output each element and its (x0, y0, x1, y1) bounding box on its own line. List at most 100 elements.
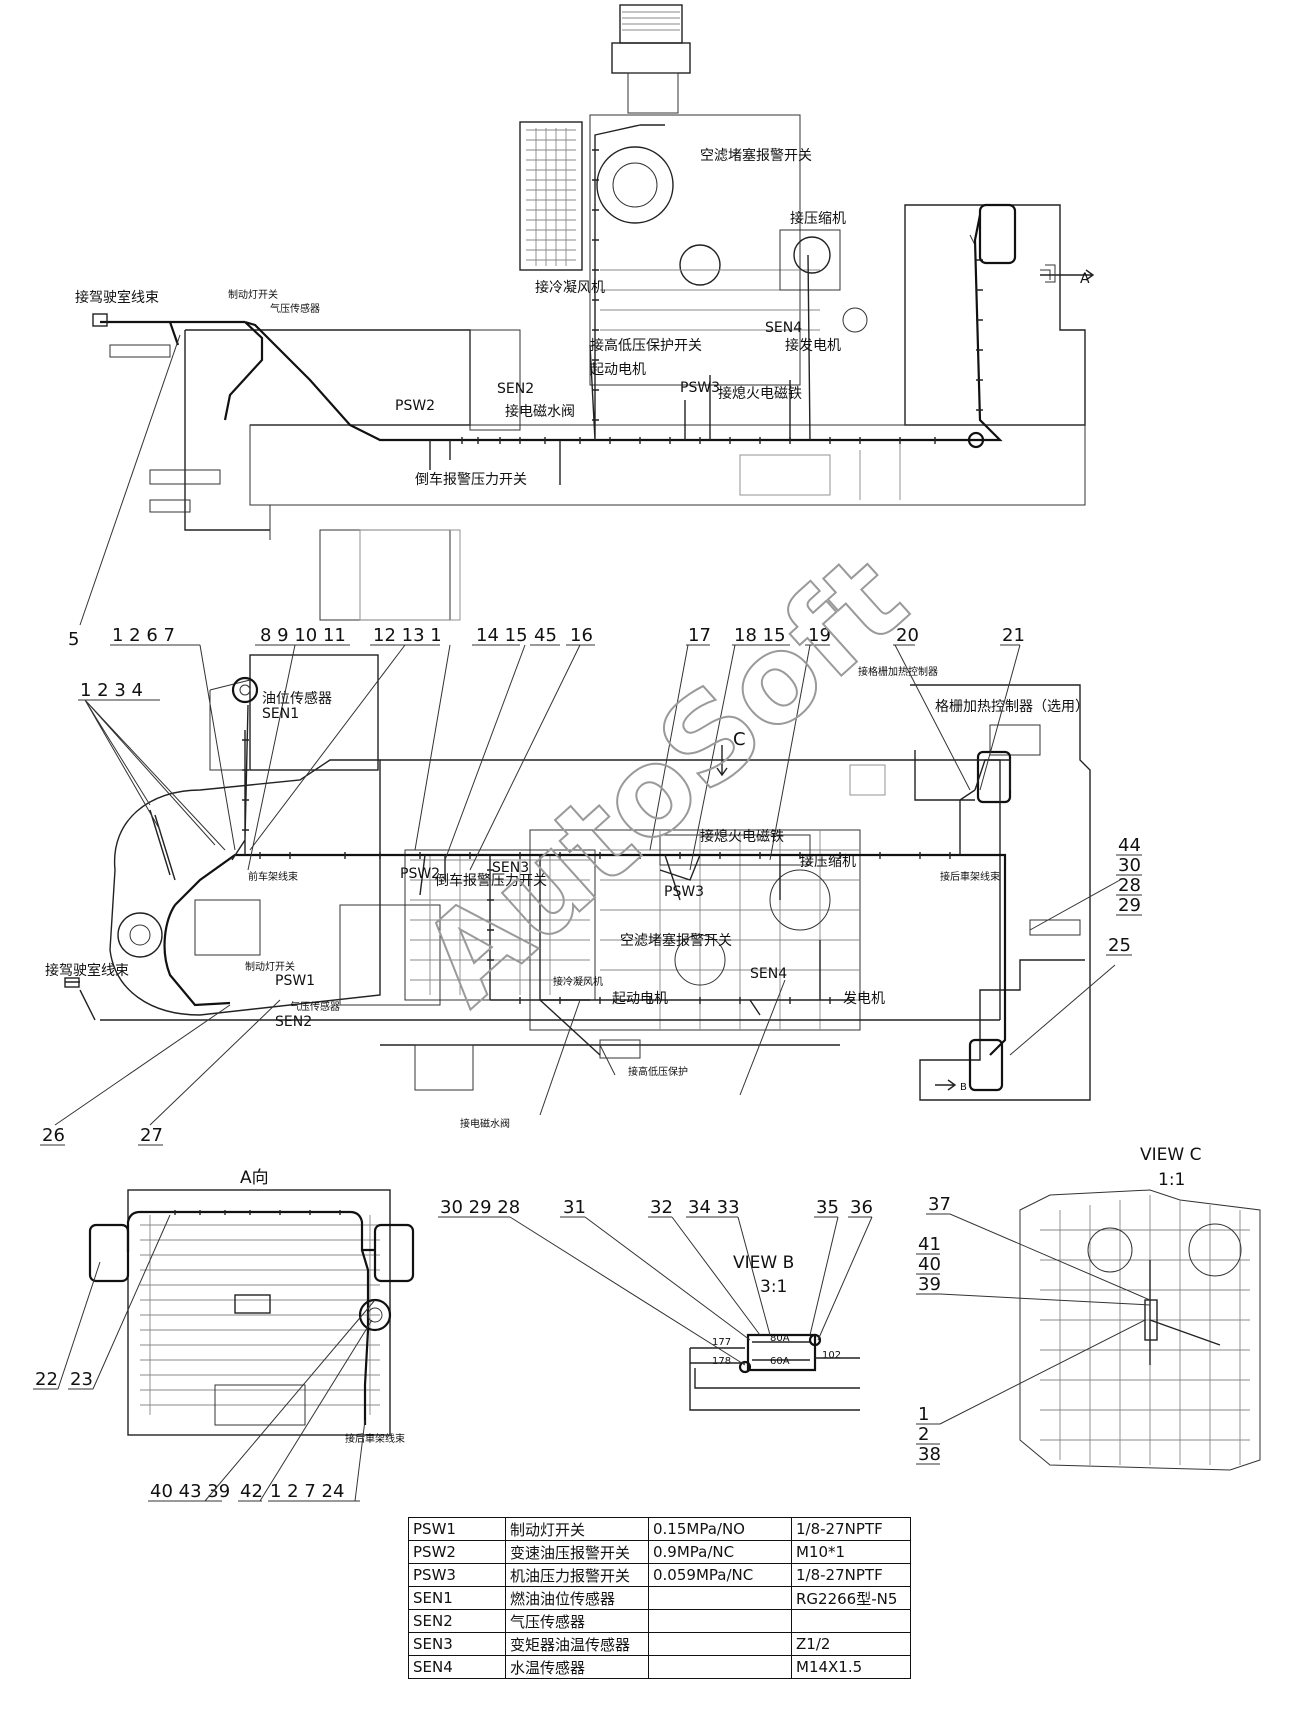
spec-name: 水温传感器 (505, 1655, 649, 1679)
spec-code: SEN2 (408, 1609, 506, 1633)
label-group-1234: 1 2 3 4 (80, 680, 143, 701)
watermark: AutoSoft (395, 528, 933, 1032)
top-view-labels: 空滤堵塞报警开关 接压缩机 A 接驾驶室线束 制动灯开关 气压传感器 接冷凝风机… (75, 147, 1090, 488)
view-c-stack-39: 39 (918, 1274, 941, 1295)
view-c-stack-40: 40 (918, 1254, 941, 1275)
label-sen4-mid: SEN4 (750, 966, 787, 982)
spec-name: 制动灯开关 (505, 1517, 649, 1541)
callout-27: 27 (140, 1125, 163, 1146)
callout-19: 19 (808, 625, 831, 646)
label-psw1: PSW1 (275, 973, 315, 989)
label-brake-switch-mid: 制动灯开关 (245, 960, 295, 973)
label-shutoff-solenoid: 接熄火电磁铁 (718, 385, 802, 402)
label-cab-harness-mid: 接驾驶室线束 (45, 962, 129, 979)
callout-404339: 40 43 39 (150, 1481, 230, 1502)
spec-code: SEN1 (408, 1586, 506, 1610)
view-a-title: A向 (240, 1168, 269, 1188)
label-rear-frame: 接后車架线束 (940, 870, 1000, 883)
callout-12131: 12 13 1 (373, 625, 442, 646)
spec-name: 变矩器油温传感器 (505, 1632, 649, 1656)
spec-thread: 1/8-27NPTF (791, 1563, 911, 1587)
label-air-pressure-sensor: 气压传感器 (270, 302, 320, 315)
stack-28: 28 (1118, 875, 1141, 896)
spec-rating (648, 1586, 792, 1610)
label-view-a-arrow: A (1080, 271, 1090, 287)
label-sen2-mid: SEN2 (275, 1014, 312, 1030)
spec-code: PSW3 (408, 1563, 506, 1587)
label-grid-heater-ctrl: 接格栅加热控制器 (858, 665, 938, 678)
view-b-callout-32: 32 (650, 1197, 673, 1218)
label-psw2-mid: PSW2 (400, 866, 440, 882)
label-reverse-alarm-mid: 倒车报警压力开关 (435, 872, 547, 889)
label-sen2: SEN2 (497, 381, 534, 397)
spec-thread: 1/8-27NPTF (791, 1517, 911, 1541)
label-reverse-alarm-switch: 倒车报警压力开关 (415, 471, 527, 488)
spec-thread: M10*1 (791, 1540, 911, 1564)
callout-891011: 8 9 10 11 (260, 625, 346, 646)
view-c-callout-37: 37 (928, 1194, 951, 1215)
spec-name: 气压传感器 (505, 1609, 649, 1633)
stack-29: 29 (1118, 895, 1141, 916)
label-brake-light-switch: 制动灯开关 (228, 288, 278, 301)
view-a-rear-frame: 接后車架线束 (345, 1432, 405, 1445)
spec-rating (648, 1655, 792, 1679)
spec-code: PSW2 (408, 1540, 506, 1564)
view-b-title: VIEW B (733, 1253, 794, 1273)
label-starter: 起动电机 (590, 362, 646, 378)
wire-102: 102 (822, 1350, 841, 1361)
label-shutoff-solenoid-mid: 接熄火电磁铁 (700, 828, 784, 845)
label-air-filter-switch: 空滤堵塞报警开关 (700, 147, 812, 164)
fuse-80a: 80A (770, 1333, 790, 1344)
label-fuel-level-sensor: 油位传感器 (262, 690, 332, 707)
label-view-b-arrow: B (960, 1082, 967, 1093)
callout-1267: 1 2 6 7 (112, 625, 175, 646)
label-front-frame: 前车架线束 (248, 870, 298, 883)
label-low-high-pressure: 接高低压保护开关 (590, 337, 702, 354)
view-b-callout-35: 35 (816, 1197, 839, 1218)
spec-thread: Z1/2 (791, 1632, 911, 1656)
label-air-filter-mid: 空滤堵塞报警开关 (620, 932, 732, 949)
label-psw2: PSW2 (395, 398, 435, 414)
callout-25: 25 (1108, 935, 1131, 956)
label-generator: 发电机 (843, 991, 885, 1007)
view-c-scale: 1:1 (1158, 1170, 1185, 1190)
view-c-stack-38: 38 (918, 1444, 941, 1465)
callout-22: 22 (35, 1369, 58, 1390)
spec-rating: 0.059MPa/NC (648, 1563, 792, 1587)
spec-rating (648, 1609, 792, 1633)
label-compressor: 接压缩机 (790, 210, 846, 227)
stack-44: 44 (1118, 835, 1141, 856)
top-view-drawing (79, 4, 1095, 626)
view-c-title: VIEW C (1140, 1145, 1201, 1165)
fuse-60a: 60A (770, 1356, 790, 1367)
callout-26: 26 (42, 1125, 65, 1146)
spec-thread: M14X1.5 (791, 1655, 911, 1679)
label-condenser-fan: 接冷凝风机 (535, 279, 605, 296)
callout-20: 20 (896, 625, 919, 646)
spec-name: 变速油压报警开关 (505, 1540, 649, 1564)
view-c-stack-1: 1 (918, 1404, 929, 1425)
spec-name: 燃油油位传感器 (505, 1586, 649, 1610)
callout-1815: 18 15 (734, 625, 786, 646)
spec-rating: 0.15MPa/NO (648, 1517, 792, 1541)
spec-code: SEN4 (408, 1655, 506, 1679)
label-alternator: 接发电机 (785, 337, 841, 354)
callout-5: 5 (68, 629, 79, 650)
callout-12724: 1 2 7 24 (270, 1481, 344, 1502)
spec-code: PSW1 (408, 1517, 506, 1541)
spec-rating: 0.9MPa/NC (648, 1540, 792, 1564)
label-compressor-mid: 接压缩机 (800, 853, 856, 870)
label-sen3: SEN3 (492, 860, 529, 876)
view-c-stack-41: 41 (918, 1234, 941, 1255)
label-grid-heater-opt: 格栅加热控制器（选用） (935, 699, 1089, 715)
callout-42: 42 (240, 1481, 263, 1502)
label-sen4: SEN4 (765, 320, 802, 336)
view-b-callout-31: 31 (563, 1197, 586, 1218)
label-psw3-mid: PSW3 (664, 884, 704, 900)
wire-177: 177 (712, 1337, 731, 1348)
label-sen1: SEN1 (262, 706, 299, 722)
